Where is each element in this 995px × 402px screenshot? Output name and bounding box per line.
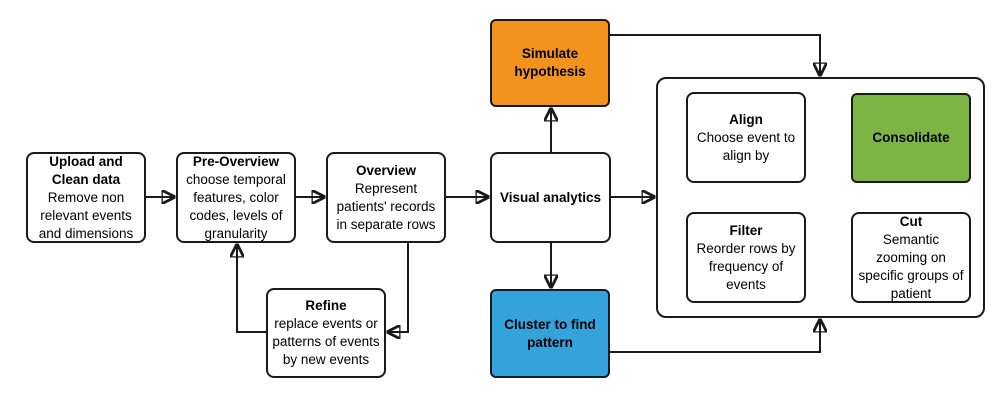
node-refine: Refine replace events or patterns of eve… [266, 288, 386, 378]
node-description: choose temporal features, color codes, l… [186, 171, 286, 241]
node-title: Upload and Clean data [49, 153, 123, 187]
node-title: Simulate hypothesis [514, 46, 586, 79]
node-consolidate: Consolidate [851, 93, 971, 183]
node-simulate-hypothesis: Simulate hypothesis [490, 19, 610, 107]
node-overview: Overview Represent patients' records in … [326, 152, 446, 243]
node-visual-analytics: Visual analytics [490, 152, 611, 243]
node-filter: Filter Reorder rows by frequency of even… [686, 212, 806, 303]
node-description: Choose event to align by [696, 129, 796, 163]
arrow-overview-to-refine [388, 243, 409, 332]
node-title: Align [729, 111, 763, 127]
node-description: Reorder rows by frequency of events [696, 240, 796, 292]
node-cut: Cut Semantic zooming on specific groups … [851, 212, 971, 303]
node-title: Cut [899, 213, 923, 229]
node-title: Pre-Overview [192, 153, 280, 169]
node-title: Filter [729, 222, 763, 238]
node-upload-clean-data: Upload and Clean data Remove non relevan… [26, 152, 146, 243]
node-description: Semantic zooming on specific groups of p… [858, 231, 964, 301]
node-title: Visual analytics [499, 189, 602, 205]
node-align: Align Choose event to align by [686, 92, 806, 183]
node-title: Refine [305, 298, 347, 313]
node-title: Overview [355, 162, 417, 178]
node-description: Remove non relevant events and dimension… [38, 189, 134, 241]
node-title: Cluster to find pattern [504, 316, 596, 350]
node-pre-overview: Pre-Overview choose temporal features, c… [176, 152, 296, 243]
node-title: Consolidate [872, 130, 950, 145]
arrow-refine-to-preoverview [237, 245, 266, 333]
node-description: replace events or patterns of events by … [272, 316, 380, 367]
arrow-simulate-to-operations-group [610, 34, 820, 75]
node-description: Represent patients' records in separate … [336, 180, 436, 232]
node-cluster-to-find-pattern: Cluster to find pattern [490, 289, 610, 378]
arrow-cluster-to-operations-group [610, 320, 820, 353]
